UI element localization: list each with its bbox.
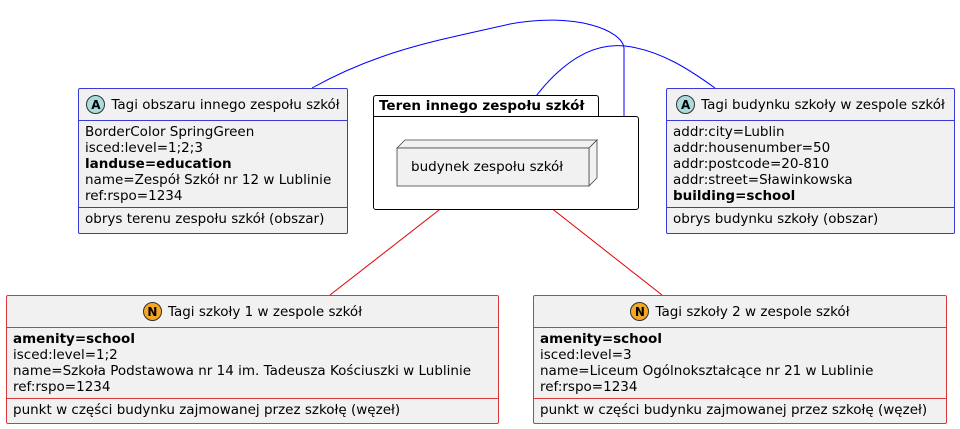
area-right-footer: obrys budynku szkoły (obszar) <box>667 207 954 230</box>
tag-line: addr:street=Sławinkowska <box>673 172 853 188</box>
tag-line: isced:level=1;2;3 <box>85 140 203 156</box>
school1-footer: punkt w części budynku zajmowanej przez … <box>7 398 498 421</box>
area-right-title: Tagi budynku szkoły w zespole szkół <box>701 96 945 113</box>
building-node-label: budynek zespołu szkół <box>411 159 564 175</box>
school2-footer: punkt w części budynku zajmowanej przez … <box>534 398 946 421</box>
tag-line: name=Liceum Ogólnokształcące nr 21 w Lub… <box>540 363 874 379</box>
tag-line: BorderColor SpringGreen <box>85 124 255 140</box>
tag-line: ref:rspo=1234 <box>85 188 183 204</box>
school1-node-class[interactable]: N Tagi szkoły 1 w zespole szkół amenity=… <box>6 295 499 424</box>
area-left-header: A Tagi obszaru innego zespołu szkół <box>79 89 347 120</box>
tag-line: amenity=school <box>13 331 135 347</box>
tag-line: amenity=school <box>540 331 662 347</box>
tag-line: name=Zespół Szkół nr 12 w Lublinie <box>85 172 332 188</box>
tag-line: landuse=education <box>85 156 232 172</box>
area-right-class[interactable]: A Tagi budynku szkoły w zespole szkół ad… <box>666 88 955 234</box>
area-left-footer: obrys terenu zespołu szkół (obszar) <box>79 207 347 230</box>
school2-header: N Tagi szkoły 2 w zespole szkół <box>534 296 946 327</box>
package-title: Teren innego zespołu szkół <box>379 98 585 114</box>
tag-line: addr:city=Lublin <box>673 124 785 140</box>
school2-title: Tagi szkoły 2 w zespole szkół <box>655 303 850 320</box>
area-right-header: A Tagi budynku szkoły w zespole szkół <box>667 89 954 120</box>
package-tab: Teren innego zespołu szkół <box>373 95 599 118</box>
node-n-icon: N <box>630 302 650 321</box>
tag-line: ref:rspo=1234 <box>13 379 111 395</box>
tag-line: ref:rspo=1234 <box>540 379 638 395</box>
node-n-icon: N <box>142 302 162 321</box>
tag-line: addr:housenumber=50 <box>673 140 831 156</box>
school1-title: Tagi szkoły 1 w zespole szkół <box>167 303 363 320</box>
tag-line: addr:postcode=20-810 <box>673 156 830 172</box>
school2-node-class[interactable]: N Tagi szkoły 2 w zespole szkół amenity=… <box>533 295 947 424</box>
link-area-to-package <box>311 19 625 116</box>
area-left-class[interactable]: A Tagi obszaru innego zespołu szkół Bord… <box>78 88 348 234</box>
tag-line: isced:level=3 <box>540 347 632 363</box>
area-a-icon: A <box>86 95 106 114</box>
tag-line: name=Szkoła Podstawowa nr 14 im. Tadeusz… <box>13 363 472 379</box>
school1-header: N Tagi szkoły 1 w zespole szkół <box>7 296 498 327</box>
building-node[interactable] <box>395 138 601 188</box>
tag-line: isced:level=1;2 <box>13 347 118 363</box>
area-a-icon: A <box>676 95 696 114</box>
tag-line: building=school <box>673 188 796 204</box>
area-left-title: Tagi obszaru innego zespołu szkół <box>111 96 340 113</box>
